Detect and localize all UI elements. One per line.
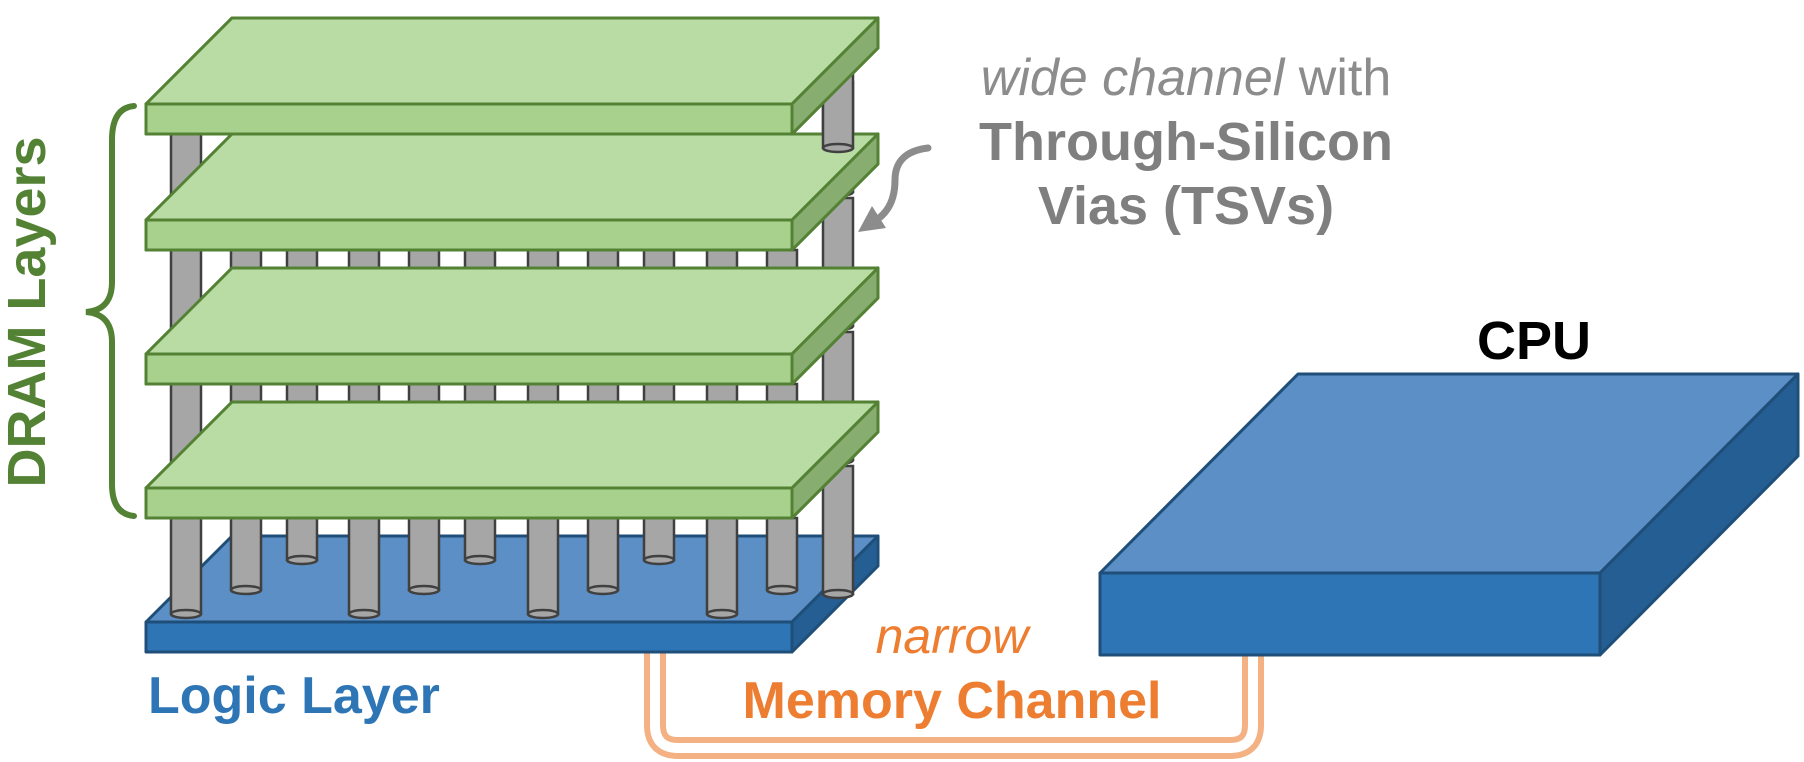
cpu-label: CPU [1477, 311, 1591, 371]
tsv-front-0-0-base [169, 608, 203, 620]
tsv-mid-0-3 [765, 516, 799, 592]
tsv-front-0-1-base [347, 608, 381, 620]
narrow-label: narrow [876, 608, 1032, 664]
tsv-mid-0-1-base [407, 584, 441, 596]
tsv-pointer-arrow [858, 144, 932, 232]
tsv-label-line3: Vias (TSVs) [1038, 176, 1334, 236]
dram-layer-3-top [144, 132, 880, 222]
tsv-edge-0-base [821, 588, 855, 600]
tsv-back-0-0-base [285, 554, 319, 566]
tsv-front-0-3-base [705, 608, 739, 620]
dram-layer-1-side [790, 400, 880, 520]
logic-layer-label: Logic Layer [148, 667, 440, 725]
dram-layer-2-side [790, 266, 880, 386]
tsv-back-0-2 [642, 516, 676, 562]
dram-layer-1-top [144, 400, 880, 490]
dram-layers-label: DRAM Layers [0, 136, 57, 487]
tsv-front-0-2-base [526, 608, 560, 620]
tsv-front-0-1 [347, 516, 381, 616]
dram-layer-1-front [144, 486, 794, 520]
memory-channel-label: Memory Channel [743, 672, 1162, 730]
dram-layer-2-top [144, 266, 880, 356]
cpu-chip [1098, 372, 1800, 657]
tsv-edge-0 [821, 464, 855, 596]
tsv-label-line2: Through-Silicon [979, 112, 1393, 172]
tsv-mid-0-2 [586, 516, 620, 592]
tsv-back-0-0 [285, 516, 319, 562]
tsv-mid-0-3-base [765, 584, 799, 596]
dram-layer-3-front [144, 218, 794, 252]
with-text: with [1284, 49, 1391, 107]
tsv-top-edge-base [821, 142, 855, 154]
tsv-mid-0-2-base [586, 584, 620, 596]
tsv-mid-0-0-base [229, 584, 263, 596]
logic-layer-front [144, 620, 794, 654]
tsv-back-0-2-base [642, 554, 676, 566]
tsv-back-0-1 [463, 516, 497, 562]
tsv-mid-0-0 [229, 516, 263, 592]
memory-channel-wire [644, 652, 1264, 759]
wide-channel-text: wide channel [981, 49, 1286, 107]
memory-stack [144, 16, 880, 654]
dram-layer-4-front [144, 102, 794, 136]
tsv-front-0-3 [705, 516, 739, 616]
dram-layer-2-front [144, 352, 794, 386]
dram-layers-brace [85, 103, 137, 519]
tsv-front-0-2 [526, 516, 560, 616]
tsv-label-line1: wide channel with [981, 49, 1391, 107]
dram-layer-4-top [144, 16, 880, 106]
dram-layer-4-side [790, 16, 880, 136]
tsv-mid-0-1 [407, 516, 441, 592]
tsv-front-0-0 [169, 516, 203, 616]
tsv-back-0-1-base [463, 554, 497, 566]
dram-layer-3-side [790, 132, 880, 252]
